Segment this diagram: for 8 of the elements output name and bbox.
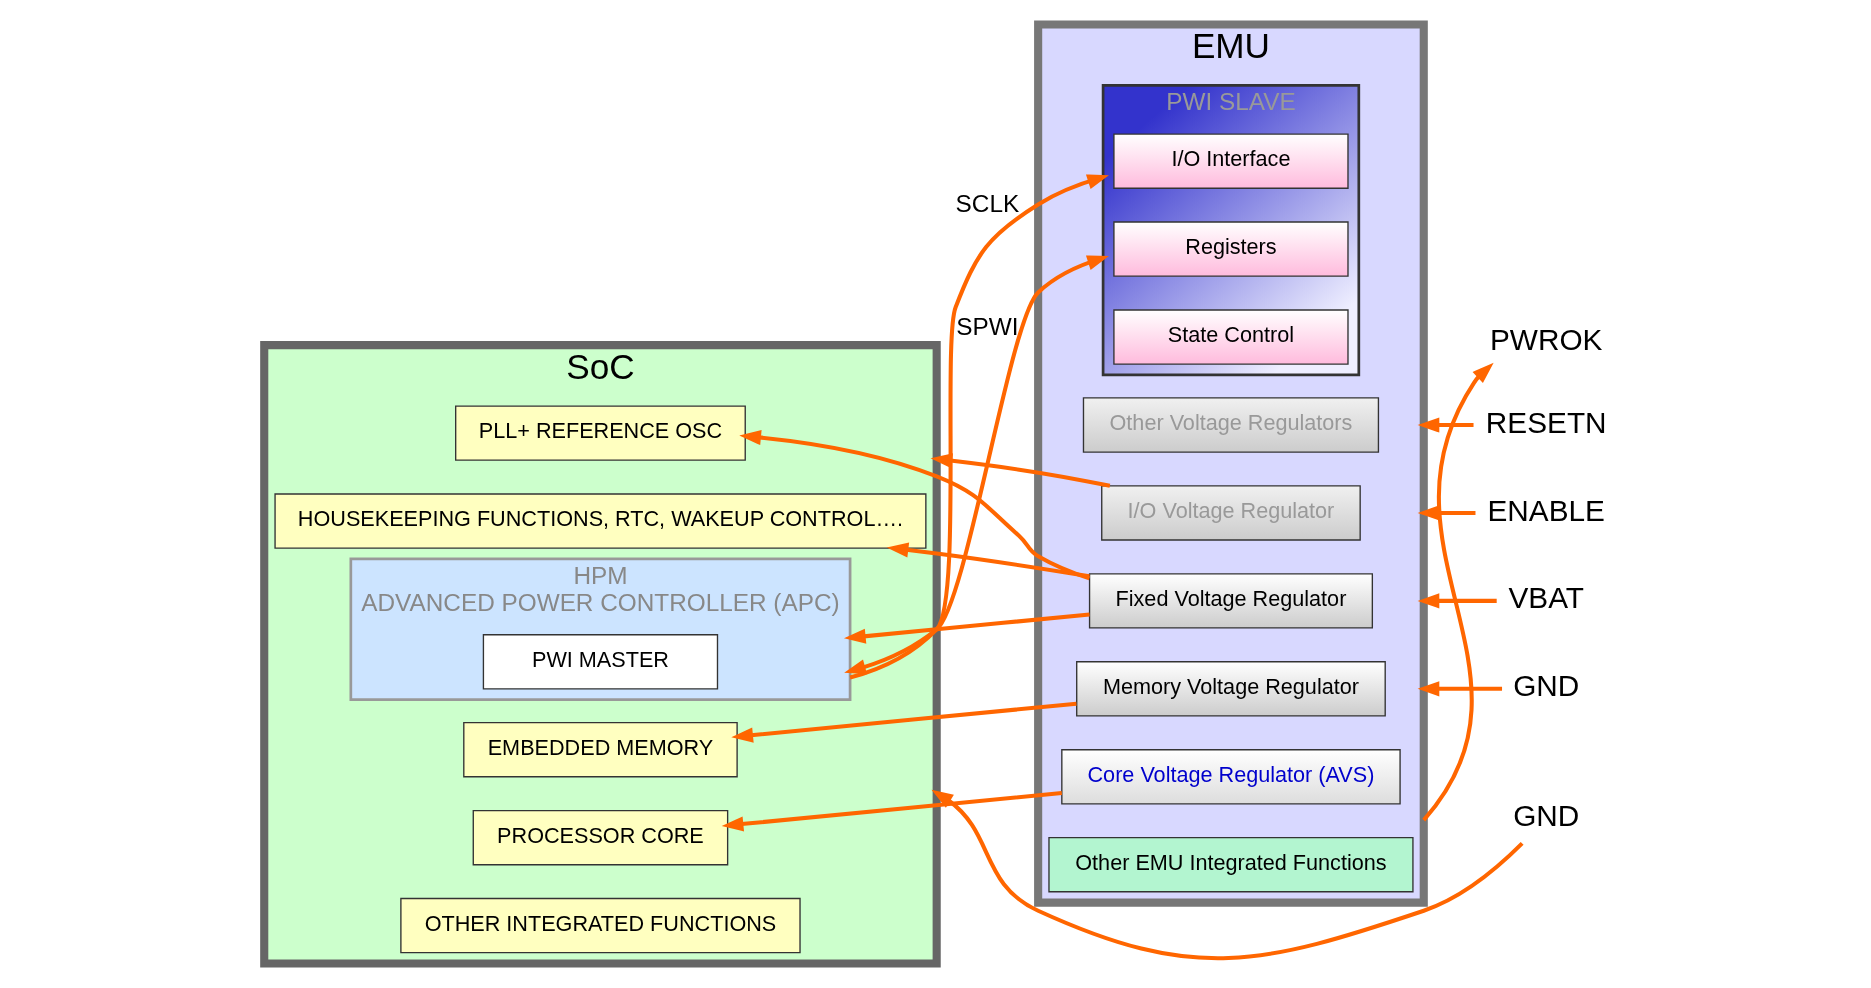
edge-label: SPWI (955, 312, 1019, 340)
node-text: ENABLE (1487, 493, 1605, 527)
node-text: GND (1512, 799, 1579, 833)
node-text: PWROK (1489, 323, 1602, 357)
edge-label: SCLK (955, 189, 1019, 217)
node-text: GND (1512, 669, 1579, 703)
node-text: VBAT (1507, 581, 1584, 615)
node-text: RESETN (1485, 405, 1607, 439)
